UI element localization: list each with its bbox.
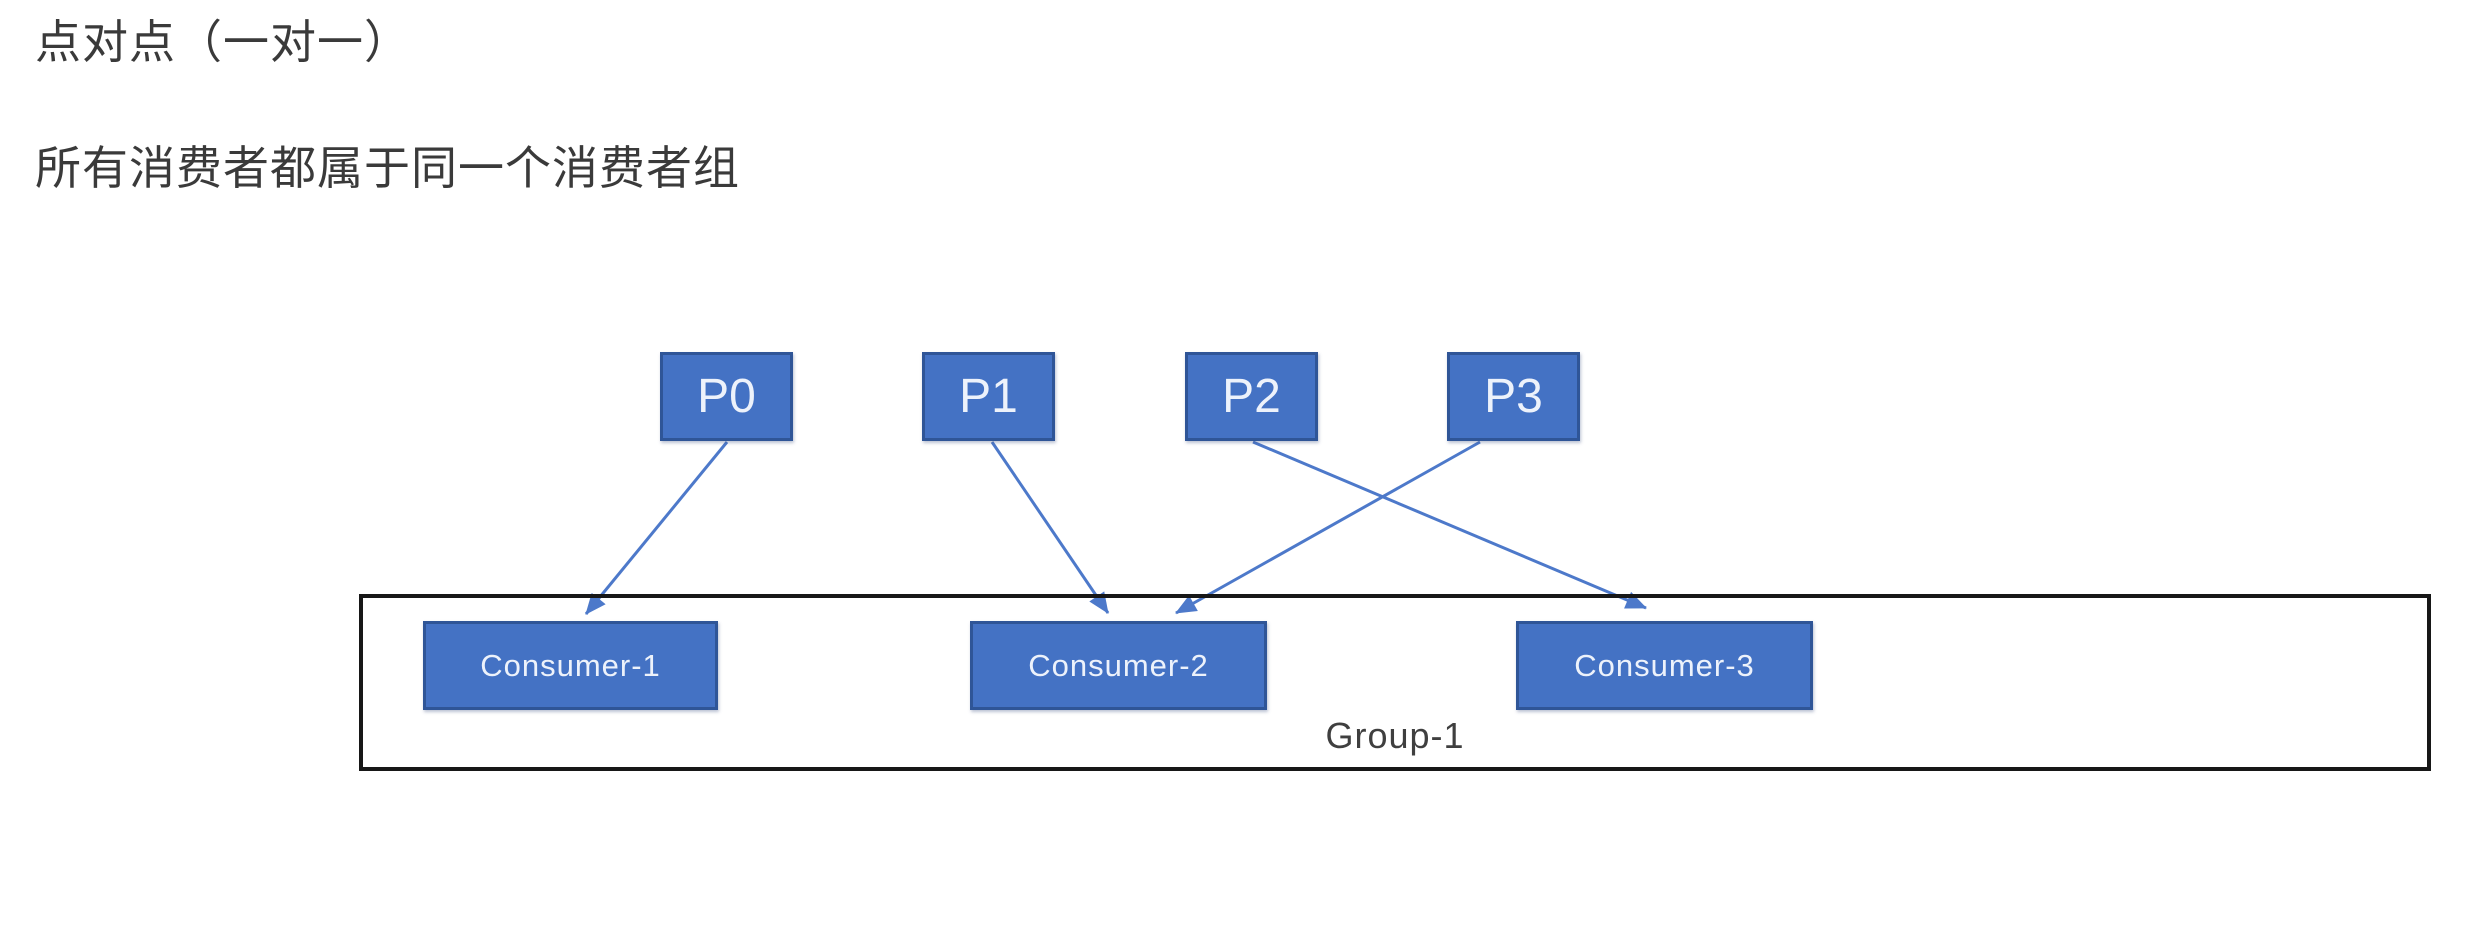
partition-node-p1: P1 xyxy=(922,352,1055,441)
edge-p0-to-consumer-1 xyxy=(584,441,729,615)
consumer-node-2: Consumer-2 xyxy=(970,621,1267,710)
edge-p1-to-consumer-2 xyxy=(990,441,1110,614)
edge-p2-to-consumer-3 xyxy=(1252,440,1647,610)
partition-node-p0: P0 xyxy=(660,352,793,441)
slide-subtitle: 所有消费者都属于同一个消费者组 xyxy=(35,142,740,194)
consumer-group-box: Group-1 xyxy=(359,594,2431,771)
consumer-node-3: Consumer-3 xyxy=(1516,621,1813,710)
edge-p3-to-consumer-2 xyxy=(1175,440,1481,615)
slide-title: 点对点（一对一） xyxy=(35,16,411,68)
partition-node-p2: P2 xyxy=(1185,352,1318,441)
partition-node-p3: P3 xyxy=(1447,352,1580,441)
consumer-group-label: Group-1 xyxy=(1325,715,1465,756)
consumer-node-1: Consumer-1 xyxy=(423,621,718,710)
